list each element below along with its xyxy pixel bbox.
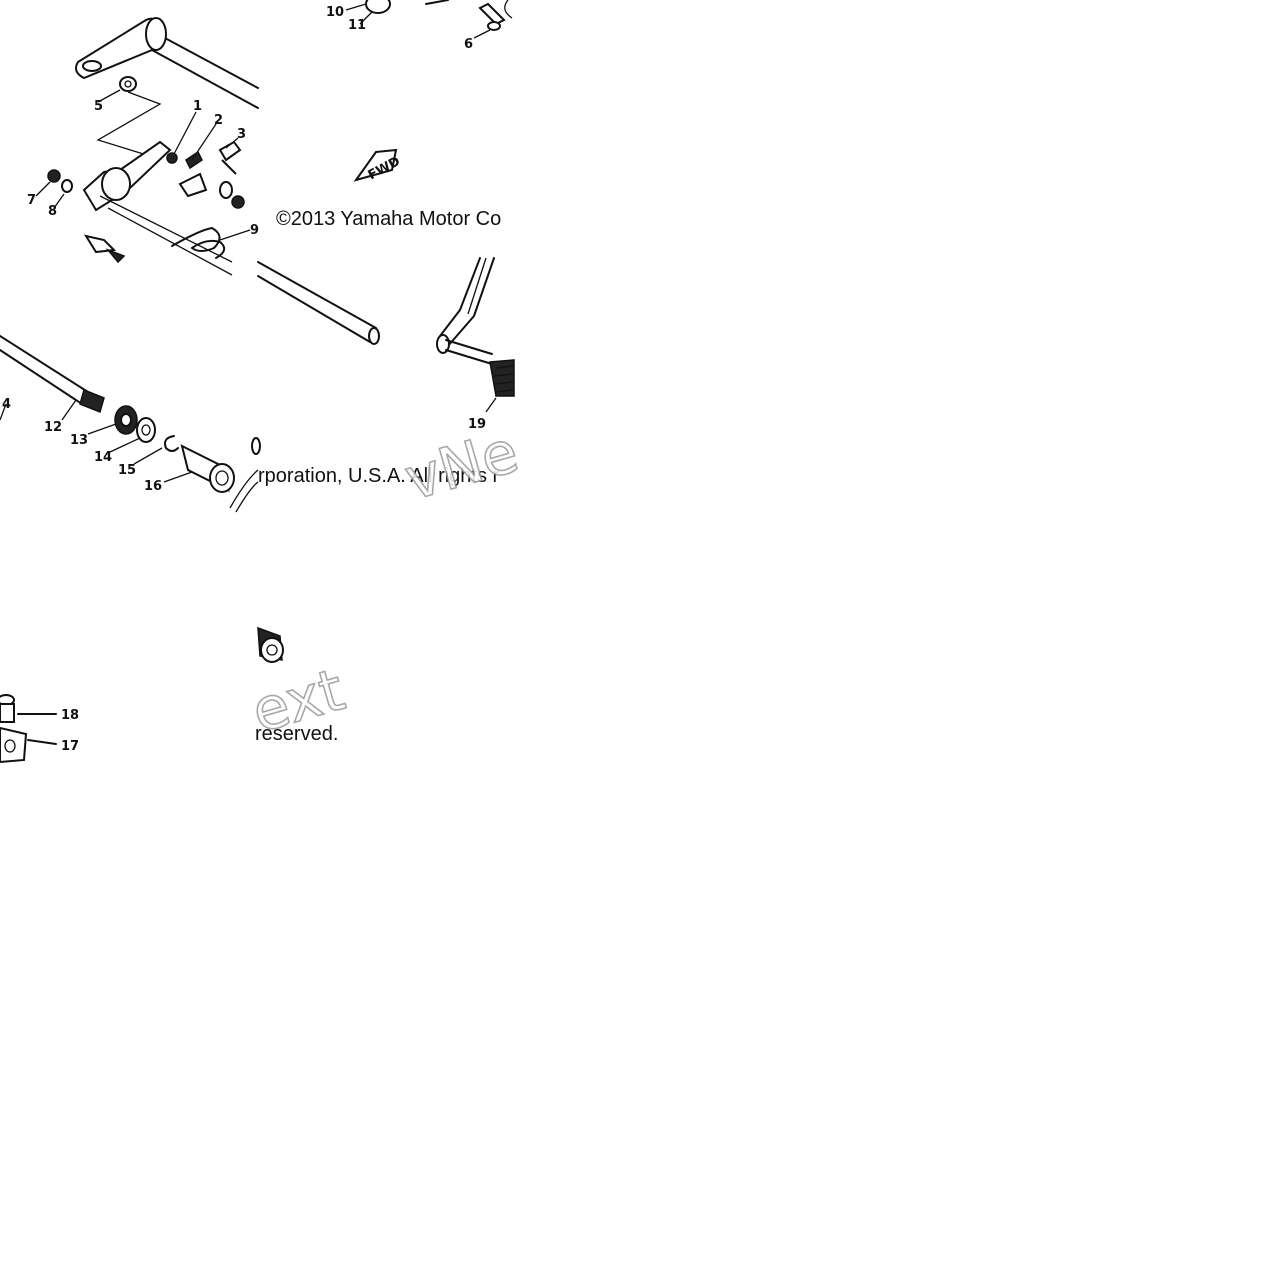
callout-2: 2 — [214, 113, 223, 128]
callout-19: 19 — [468, 417, 486, 432]
tile-top-right: 10 11 6 FWD ©2013 Yamaha Motor Co — [276, 0, 513, 230]
callout-15: 15 — [118, 463, 136, 478]
callout-13: 13 — [70, 433, 88, 448]
tile-middle-right: 19 rporation, U.S.A. All rights r vNe — [251, 257, 526, 515]
tile-bottom: 18 17 ext reserved. — [0, 626, 352, 764]
fwd-arrow-icon: FWD — [353, 148, 403, 183]
callout-8: 8 — [48, 204, 57, 219]
callout-18: 18 — [61, 708, 79, 723]
callout-3: 3 — [237, 127, 246, 142]
callout-5: 5 — [94, 99, 103, 114]
copyright-text-part-1: ©2013 Yamaha Motor Co — [276, 208, 501, 230]
callout-7: 7 — [27, 193, 36, 208]
callout-9: 9 — [250, 223, 259, 238]
callout-16: 16 — [144, 479, 162, 494]
callout-12: 12 — [44, 420, 62, 435]
callout-10: 10 — [326, 5, 344, 20]
copyright-text-part-2: rporation, U.S.A. All rights r — [258, 465, 500, 487]
watermark-text-part-1: vNe — [398, 417, 526, 514]
callout-17: 17 — [61, 739, 79, 754]
callout-1: 1 — [193, 99, 202, 114]
callout-4: 4 — [2, 397, 11, 412]
tile-top-left: 5 1 2 3 7 8 9 — [27, 17, 259, 276]
copyright-text-part-3: reserved. — [255, 723, 338, 745]
callout-11: 11 — [348, 18, 366, 33]
callout-6: 6 — [464, 37, 473, 52]
callout-14: 14 — [94, 450, 112, 465]
tile-middle-left: 4 12 13 14 15 16 — [0, 335, 259, 513]
